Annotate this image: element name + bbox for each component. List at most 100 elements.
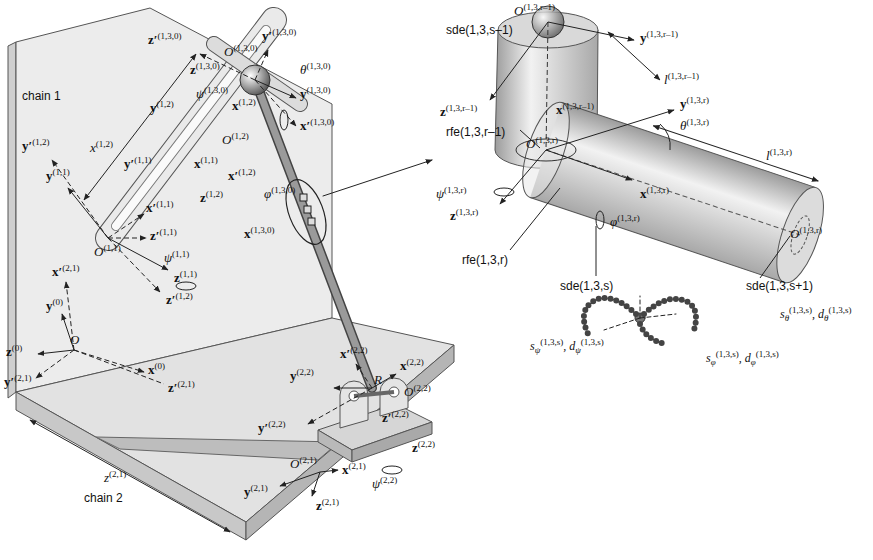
- label-part: ,: [739, 351, 745, 365]
- label-part: (1,3,0): [272, 27, 296, 37]
- figure-label: x′(1,3,0): [300, 118, 334, 134]
- label-part: ,: [812, 307, 818, 321]
- illustration-part: [38, 350, 74, 354]
- illustration-part: [494, 188, 514, 196]
- label-part: x: [640, 186, 647, 201]
- illustration-part: [74, 350, 164, 384]
- label-part: (1,3,r): [647, 185, 670, 195]
- label-part: ,: [563, 339, 569, 353]
- figure-label: y(2,1): [244, 484, 268, 500]
- connecting-link: [255, 80, 432, 388]
- figure-label: ψ(1,1): [164, 250, 189, 266]
- figure-label: z′(2,2): [382, 410, 409, 426]
- label-part: (1,3,0): [271, 185, 295, 195]
- figure-label: φ(1,3,r): [610, 214, 640, 230]
- figure-label: y(1,1): [46, 168, 70, 184]
- coordinate-axes: [30, 50, 402, 532]
- label-part: (1,2): [175, 291, 192, 301]
- figure-label: x(1,1): [194, 156, 218, 172]
- illustration-part: [546, 150, 800, 235]
- figure-label: O(1,1): [94, 244, 121, 260]
- illustration-part: [604, 318, 640, 330]
- illustration-part: [562, 103, 816, 188]
- illustration-part: [36, 350, 74, 378]
- label-part: (2,1): [299, 455, 316, 465]
- figure-label: z′(1,3,0): [148, 32, 181, 48]
- label-part: s: [530, 339, 535, 353]
- label-part: (1,3,r): [456, 207, 479, 217]
- figure-label: y′(1,3,0): [262, 28, 296, 44]
- illustration-part: [640, 324, 666, 344]
- illustration-part: [640, 296, 641, 318]
- label-part: (2,2): [391, 409, 408, 419]
- figure-label: x(2,2): [400, 358, 424, 374]
- label-part: (0): [12, 343, 23, 353]
- label-part: (1,3,0): [196, 61, 220, 71]
- label-part: y: [46, 168, 53, 183]
- figure-label: φ(1,3,0): [264, 186, 295, 202]
- figure-label: O(2,1): [290, 456, 317, 472]
- illustration-part: [356, 364, 372, 388]
- label-part: y: [150, 100, 157, 115]
- label-part: ψ: [575, 345, 581, 355]
- figure-label: z′(2,1): [168, 380, 195, 396]
- illustration-part: [382, 466, 402, 474]
- label-part: (2,2): [407, 357, 424, 367]
- figure-label: sφ(1,3,s), dφ(1,3,s): [706, 350, 779, 366]
- label-part: (2,1): [349, 461, 366, 471]
- figure-label: z′(1,2): [166, 292, 193, 308]
- illustration-part: [214, 44, 300, 104]
- label-part: (1,1): [159, 227, 176, 237]
- figure-label: z(1,3,r–1): [440, 104, 477, 120]
- label-part: x′: [300, 118, 310, 133]
- figure-label: y(1,3,r–1): [640, 30, 678, 46]
- label-part: (2,1): [14, 373, 31, 383]
- label-part: φ: [610, 214, 617, 229]
- label-part: φ: [711, 357, 716, 367]
- illustration-part: [304, 206, 311, 213]
- illustration-part: [108, 20, 274, 238]
- label-part: ψ: [535, 345, 541, 355]
- finite-element-detail: [490, 6, 835, 288]
- label-part: (1,3,r–1): [647, 29, 679, 39]
- label-part: (1,3,0): [310, 117, 334, 127]
- illustration-part: [584, 298, 636, 334]
- illustration-part: [608, 32, 660, 80]
- label-part: (1,3,r–1): [446, 103, 478, 113]
- figure-label: O(1,3,r): [526, 136, 558, 152]
- label-part: θ: [785, 313, 789, 323]
- figure-label: ψ(1,3,0): [196, 86, 228, 102]
- illustration-part: [280, 472, 320, 486]
- label-part: (2,2): [268, 419, 285, 429]
- revolute-bracket: [318, 378, 432, 462]
- figure-label: rfe(1,3,r–1): [446, 124, 505, 140]
- illustration-part: [546, 150, 632, 180]
- figure-label: x(0): [148, 362, 165, 378]
- label-part: (1,3,0): [251, 225, 275, 235]
- label-part: (1,1): [201, 155, 218, 165]
- label-part: O: [224, 44, 233, 59]
- figure-label: O(1,3,r–1): [514, 3, 555, 19]
- label-part: (1,2): [231, 131, 248, 141]
- label-part: ψ: [372, 476, 380, 491]
- illustration-part: [255, 80, 296, 126]
- label-part: O: [94, 244, 103, 259]
- label-part: (1,3,r–1): [563, 101, 595, 111]
- label-part: (1,3,s): [581, 337, 604, 347]
- label-part: (2,2): [297, 367, 314, 377]
- label-part: z: [6, 344, 12, 359]
- label-part: (2,2): [418, 439, 435, 449]
- figure-label: x′(1,2): [228, 168, 255, 184]
- label-part: s: [780, 307, 785, 321]
- label-part: O: [526, 136, 535, 151]
- label-part: x: [244, 226, 251, 241]
- label-part: x′: [52, 264, 62, 279]
- label-part: (1,3,r–1): [668, 71, 700, 81]
- label-part: x: [90, 140, 96, 155]
- label-part: z: [450, 208, 456, 223]
- label-part: y: [300, 86, 307, 101]
- figure-label: y′(1,1): [124, 156, 151, 172]
- figure-label: ψ(2,2): [372, 476, 397, 492]
